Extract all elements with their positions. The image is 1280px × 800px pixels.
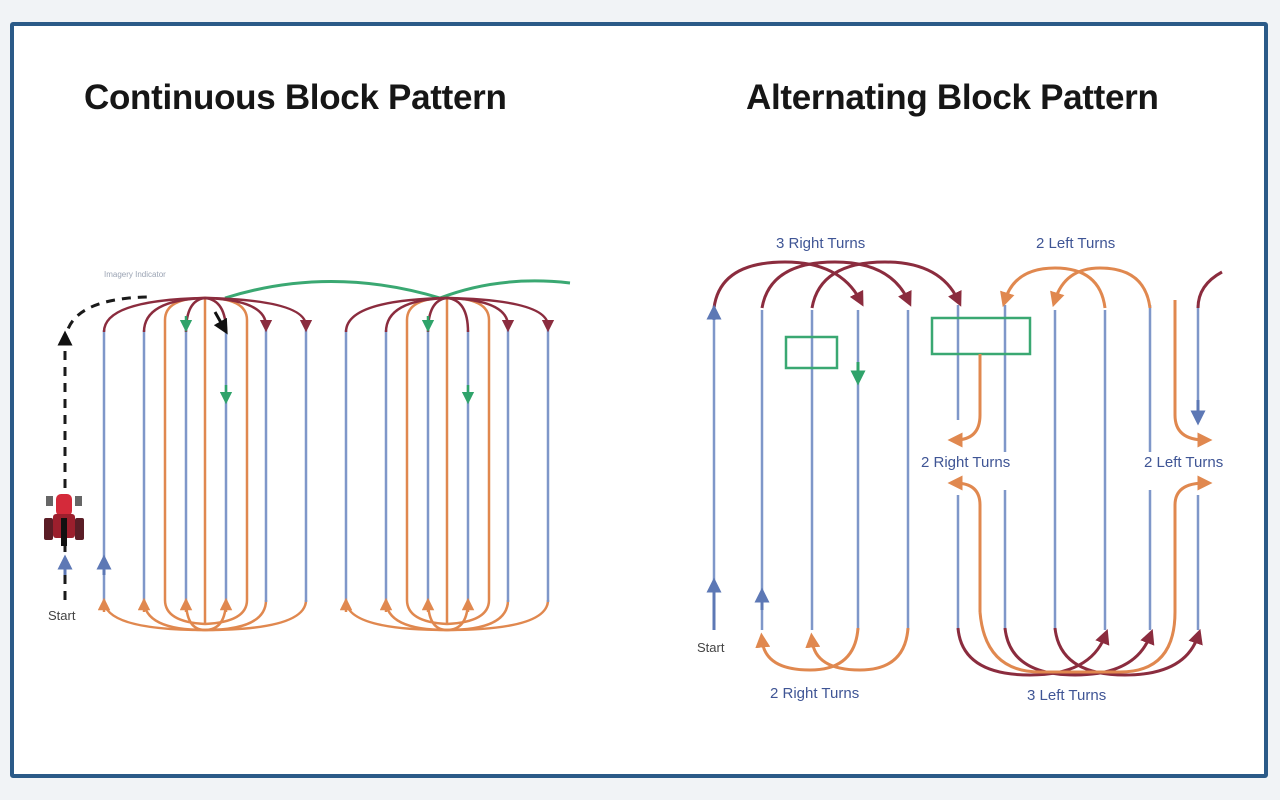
mid-right-turn — [947, 475, 982, 612]
bottom-headland-arc — [446, 599, 510, 632]
bottom-headland-arc — [384, 599, 448, 632]
mid-right-turn — [947, 354, 982, 448]
bottom-headland-arc — [204, 599, 308, 632]
left-turn-tail — [1196, 270, 1223, 309]
approach-path — [63, 295, 151, 600]
bottom-right-turn — [755, 627, 860, 672]
marker-box — [930, 316, 1032, 356]
mid-left-turn — [1173, 300, 1213, 448]
top-headland-arc — [142, 296, 206, 333]
bottom-headland-arc — [102, 599, 206, 632]
bottom-headland-arc — [184, 599, 206, 632]
label-2-left-turns-mid: 2 Left Turns — [1144, 454, 1223, 471]
right-turn-arc — [760, 260, 912, 309]
start-label-right: Start — [697, 640, 725, 655]
label-2-left-turns-top: 2 Left Turns — [1036, 235, 1115, 252]
diagram-frame — [10, 22, 1268, 778]
label-2-right-turns-mid: 2 Right Turns — [921, 454, 1010, 471]
label-2-right-turns-bottom: 2 Right Turns — [770, 685, 859, 702]
transition-path — [224, 279, 571, 300]
mid-left-turn — [1173, 475, 1213, 612]
top-headland-arc — [344, 296, 448, 333]
faint-caption: Imagery Indicator — [104, 270, 166, 279]
left-turn-arc — [1000, 266, 1107, 309]
bottom-headland-arc — [204, 599, 268, 632]
continuous-pattern: Imagery Indicator Start — [44, 270, 571, 632]
continuous-pattern-title: Continuous Block Pattern — [84, 78, 507, 117]
start-label-left: Start — [48, 608, 76, 623]
bottom-orange-loop — [978, 611, 1177, 674]
marker-box — [784, 335, 839, 370]
left-turn-arc — [1050, 266, 1152, 309]
bottom-headland-arc — [344, 599, 448, 632]
alternating-pattern-title: Alternating Block Pattern — [746, 78, 1159, 117]
top-headland-arc — [446, 296, 555, 333]
alternating-pattern: 3 Right Turns 2 Left Turns 2 Right Turns… — [697, 235, 1223, 704]
bottom-left-turn — [1053, 627, 1203, 677]
bottom-headland-arc — [426, 599, 448, 632]
bottom-headland-arc — [204, 599, 228, 632]
bottom-headland-arc — [446, 599, 470, 632]
label-3-left-turns: 3 Left Turns — [1027, 687, 1106, 704]
top-headland-arc — [446, 296, 470, 333]
bottom-headland-arc — [446, 599, 550, 632]
top-headland-arc — [204, 296, 313, 333]
tractor-icon — [44, 494, 84, 546]
bottom-right-turn — [805, 627, 910, 672]
top-headland-arc — [426, 296, 448, 333]
top-headland-arc — [102, 296, 206, 333]
top-headland-arc — [184, 296, 206, 333]
right-turn-arc — [712, 260, 864, 309]
top-headland-arc — [384, 296, 448, 333]
label-3-right-turns: 3 Right Turns — [776, 235, 865, 252]
bottom-headland-arc — [142, 599, 206, 632]
bottom-left-turn — [1003, 627, 1155, 677]
bottom-left-turn — [956, 627, 1110, 677]
right-turn-arc — [810, 260, 962, 309]
black-arrow — [213, 311, 228, 335]
